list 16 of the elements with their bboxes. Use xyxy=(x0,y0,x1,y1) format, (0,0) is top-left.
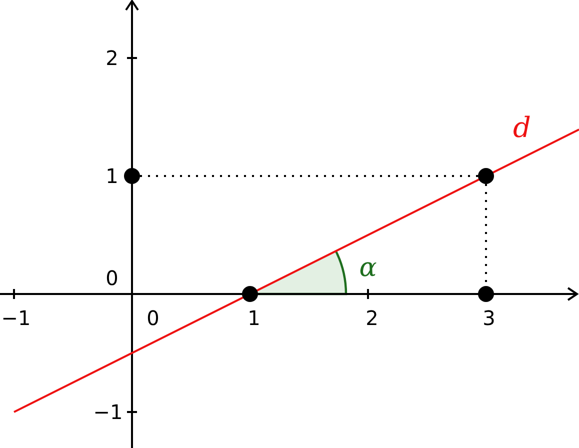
axis-tick-label: 2 xyxy=(366,307,378,329)
point-dot xyxy=(124,168,140,184)
origin-label: 0 xyxy=(106,267,118,289)
angle-label: α xyxy=(359,257,377,279)
point-dot xyxy=(478,168,494,184)
axis-tick-label: 0 xyxy=(146,307,160,329)
dotted-guide-line xyxy=(140,175,478,177)
point-dot xyxy=(242,286,258,302)
axis-tick-label: −1 xyxy=(1,307,31,329)
point-dot xyxy=(478,286,494,302)
axis-tick-label: 2 xyxy=(106,47,118,69)
axis-tick-label: 3 xyxy=(482,307,496,329)
line-label: d xyxy=(513,117,531,139)
axis-tick-label: 1 xyxy=(248,307,260,329)
axis-tick-label: −1 xyxy=(93,401,123,423)
axis-tick-label: 1 xyxy=(106,165,118,187)
